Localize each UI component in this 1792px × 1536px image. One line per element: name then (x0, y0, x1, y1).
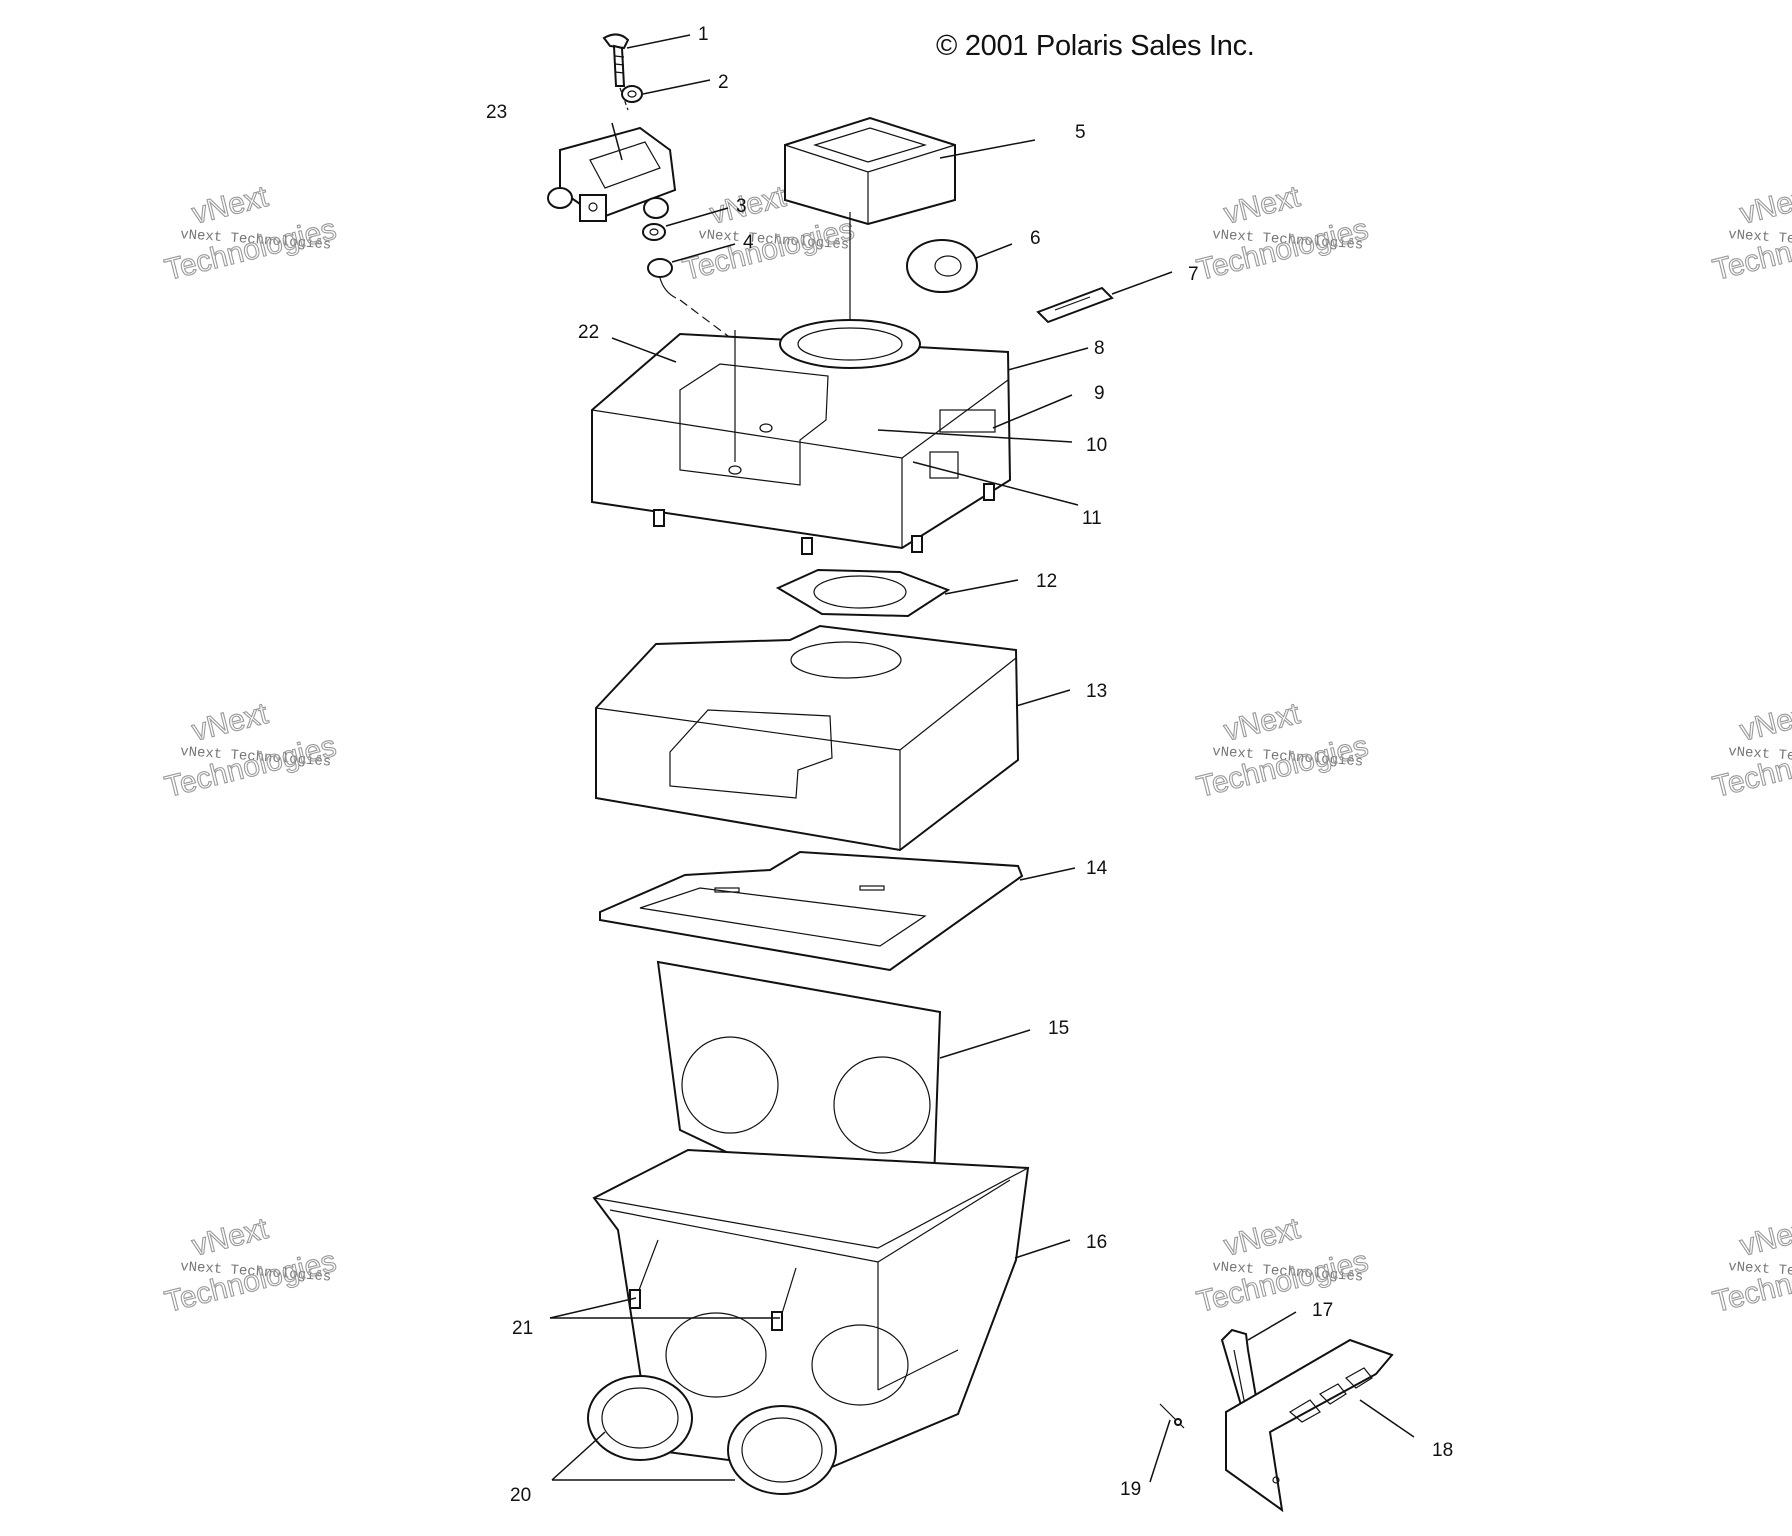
part-base-plate (599, 850, 1024, 972)
part-upper-airbox (591, 319, 1012, 555)
part-washer (621, 85, 643, 103)
watermark-text: vNext (1737, 180, 1792, 231)
part-foam-filter (784, 116, 956, 340)
callout-label: 11 (1082, 508, 1102, 529)
watermark-text: vNext (1737, 1212, 1792, 1263)
copyright-notice: © 2001 Polaris Sales Inc. (936, 30, 1255, 62)
watermark: vNext Technologies vNext Technologies (1193, 1211, 1372, 1319)
callout-label: 2 (718, 72, 729, 93)
callout-label: 13 (1086, 681, 1107, 702)
watermark-text: Technologies (1194, 730, 1372, 804)
callout-label: 16 (1086, 1232, 1107, 1253)
callout-label: 23 (486, 102, 507, 123)
callout-label: 21 (512, 1318, 533, 1339)
watermark: vNext Technologies vNext Technologies (161, 179, 340, 287)
watermark: vNext Technologies vNext Technologies (1193, 696, 1372, 804)
callout-label: 5 (1075, 122, 1086, 143)
callout-label: 15 (1048, 1018, 1069, 1039)
callout-label: 8 (1094, 338, 1105, 359)
watermark-text: Technologies (1194, 1245, 1372, 1319)
part-bracket (1225, 1338, 1394, 1513)
part-grommet (906, 239, 978, 293)
watermark-text: vNext (1737, 697, 1792, 748)
callout-label: 1 (698, 24, 709, 45)
watermark-text: Technologies (680, 213, 858, 287)
watermark-text: vNext (1221, 1212, 1304, 1263)
watermark-text: Technologies (1194, 213, 1372, 287)
callout-label: 4 (743, 232, 754, 253)
watermark-text: Technologies (162, 730, 340, 804)
callout-label: 14 (1086, 858, 1108, 879)
watermark-text: vNext (1221, 180, 1304, 231)
callout-label: 22 (578, 322, 599, 343)
part-couplers (587, 1375, 837, 1495)
callout-label: 12 (1036, 571, 1057, 592)
part-pin (1159, 1403, 1185, 1429)
callout-label: 3 (736, 196, 747, 217)
callout-label: 6 (1030, 228, 1041, 249)
watermark-text: vNext (189, 180, 272, 231)
watermark-text: vNext (707, 180, 790, 231)
watermark: vNext Technologies vNext Technologies (161, 1211, 340, 1319)
callout-label: 9 (1094, 383, 1105, 404)
part-airbox-housing (595, 624, 1020, 852)
watermark-text: vNext (1221, 697, 1304, 748)
watermark: vNext Technologies vNext Technologies (161, 696, 340, 804)
part-gasket (775, 568, 951, 618)
leader-lines (549, 34, 1415, 1483)
callouts: 1 2 3 4 5 6 7 8 9 10 11 12 13 14 15 16 1… (486, 24, 1453, 1506)
watermark: vNext Technologies vNext Technologies (1709, 1211, 1792, 1319)
watermark-text: Technologies (162, 213, 340, 287)
callout-label: 19 (1120, 1479, 1141, 1500)
part-strip (1036, 286, 1114, 324)
watermark-text: vNext (189, 697, 272, 748)
callout-label: 7 (1188, 264, 1199, 285)
watermark: vNext Technologies vNext Technologies (1193, 179, 1372, 287)
part-nut (642, 223, 666, 241)
callout-label: 20 (510, 1485, 531, 1506)
watermark-text: Technologies (162, 1245, 340, 1319)
watermark: vNext Technologies vNext Technologies (1709, 179, 1792, 287)
part-screw (602, 33, 630, 111)
watermark: vNext Technologies vNext Technologies (1709, 696, 1792, 804)
callout-label: 17 (1312, 1300, 1333, 1321)
callout-label: 10 (1086, 435, 1107, 456)
part-electronic-module (547, 126, 677, 222)
watermark-text: vNext (189, 1212, 272, 1263)
parts (547, 33, 1394, 1513)
callout-label: 18 (1432, 1440, 1453, 1461)
